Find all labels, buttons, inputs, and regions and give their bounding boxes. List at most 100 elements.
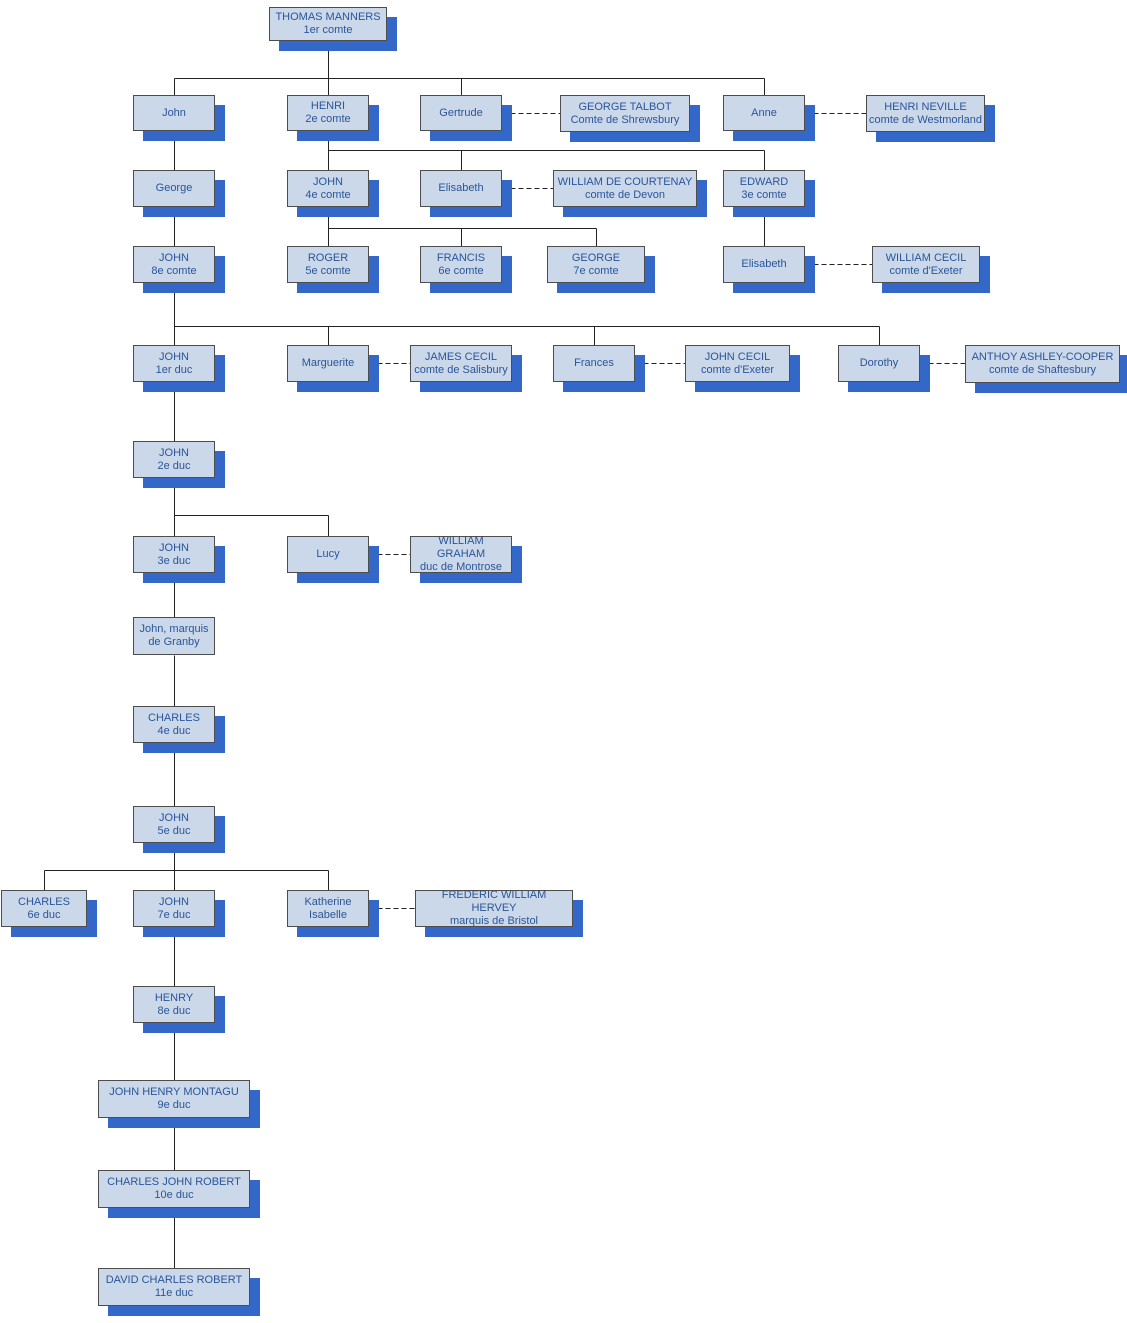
node-title: comte de Devon xyxy=(584,188,666,201)
node-name: HENRY xyxy=(154,991,194,1004)
node-title: 2e duc xyxy=(157,459,191,472)
node-name: DAVID CHARLES ROBERT xyxy=(105,1274,243,1286)
node-name: Marguerite xyxy=(301,357,355,369)
node-name: JOHN HENRY MONTAGU xyxy=(109,1086,239,1098)
tree-node-elisabeth-cecil: Elisabeth xyxy=(723,246,805,283)
node-name: JOHN xyxy=(159,895,189,908)
node-name: JOHN CECIL xyxy=(704,350,771,363)
node-title: 1er comte xyxy=(303,24,353,36)
node-name: GEORGE TALBOT xyxy=(578,100,672,113)
node-name: John xyxy=(162,106,186,119)
node-name: George xyxy=(155,182,193,194)
tree-node-george: George xyxy=(133,170,215,207)
node-title: 6e duc xyxy=(27,908,61,921)
node-title: 3e comte xyxy=(741,188,787,201)
node-name: JAMES CECIL xyxy=(424,350,498,363)
node-name: Katherine xyxy=(304,895,352,908)
node-title: marquis de Bristol xyxy=(449,915,539,927)
node-title: 6e comte xyxy=(438,264,484,277)
node-name: Dorothy xyxy=(859,357,899,369)
node-name: EDWARD xyxy=(739,175,789,188)
node-name: ANTHOY ASHLEY-COOPER xyxy=(971,351,1114,363)
node-name: CHARLES xyxy=(18,895,70,908)
node-name: Frances xyxy=(574,357,614,369)
node-title: comte de Shaftesbury xyxy=(988,364,1096,376)
tree-node-marguerite: Marguerite xyxy=(287,345,369,382)
tree-node-frances: Frances xyxy=(553,345,635,382)
node-name: THOMAS MANNERS xyxy=(275,11,381,23)
tree-node-anne: Anne xyxy=(723,95,805,131)
node-title: 9e duc xyxy=(157,1099,191,1111)
tree-node-dorothy: Dorothy xyxy=(838,345,920,382)
node-title: 3e duc xyxy=(157,554,191,567)
node-title: Isabelle xyxy=(309,908,347,921)
tree-node-lucy: Lucy xyxy=(287,536,369,573)
node-title: 1er duc xyxy=(155,363,193,376)
node-name: Gertrude xyxy=(439,106,483,119)
node-title: 10e duc xyxy=(154,1189,194,1201)
node-title: 8e duc xyxy=(157,1004,191,1017)
node-name: JOHN xyxy=(313,175,343,188)
node-title: 2e comte xyxy=(305,113,351,125)
node-name: Lucy xyxy=(316,548,340,560)
node-title: 4e comte xyxy=(305,188,351,201)
node-name: FRANCIS xyxy=(436,251,486,264)
node-name: Elisabeth xyxy=(438,182,484,194)
tree-node-gertrude: Gertrude xyxy=(420,95,502,131)
node-name: Anne xyxy=(751,106,777,119)
node-title: comte d'Exeter xyxy=(700,363,775,376)
node-name: JOHN xyxy=(159,541,189,554)
node-title: 5e duc xyxy=(157,824,191,837)
node-name: FREDERIC WILLIAM HERVEY xyxy=(441,890,547,914)
node-title: 7e comte xyxy=(573,264,619,277)
node-name: HENRI xyxy=(310,100,346,112)
node-title: comte de Salisbury xyxy=(414,363,508,376)
node-title: Comte de Shrewsbury xyxy=(570,113,680,126)
node-title: 11e duc xyxy=(154,1287,194,1299)
node-name: ROGER xyxy=(307,251,349,264)
node-name: GEORGE xyxy=(571,251,621,264)
node-name: CHARLES xyxy=(148,711,200,724)
tree-node-elisabeth-courtenay: Elisabeth xyxy=(420,170,502,207)
node-name: JOHN xyxy=(159,251,189,264)
node-title: comte d'Exeter xyxy=(889,264,963,277)
node-name: Elisabeth xyxy=(741,258,787,270)
node-title: 7e duc xyxy=(157,908,191,921)
node-name: WILLIAM CECIL xyxy=(885,251,967,264)
node-name: JOHN xyxy=(159,811,189,824)
node-title: comte de Westmorland xyxy=(869,113,982,126)
tree-node-john-son: John xyxy=(133,95,215,131)
node-title: de Granby xyxy=(148,636,200,648)
node-title: 5e comte xyxy=(305,264,351,277)
node-title: duc de Montrose xyxy=(420,561,502,573)
